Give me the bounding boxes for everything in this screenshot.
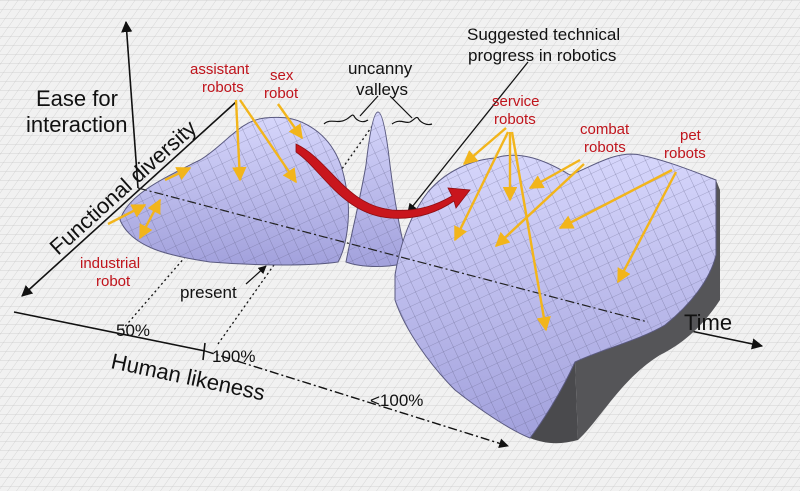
assistant-robots-label-line2: robots <box>202 79 244 96</box>
ease-axis-label-line2: interaction <box>26 112 128 137</box>
fifty-percent-tick: 50% <box>116 321 150 340</box>
service-robots-label-line2: robots <box>494 111 536 128</box>
pet-pointer-arrows <box>558 168 678 284</box>
uncanny-leader-left <box>359 95 379 117</box>
industrial-pointer-arrows <box>107 166 192 240</box>
assistant-robots-label-line1: assistant <box>190 61 250 78</box>
progress-leader-line <box>407 61 529 213</box>
uncanny-leader-right <box>389 95 413 119</box>
combat-pointer-arrows <box>494 158 585 247</box>
ease-axis-label-line1: Ease for <box>36 86 118 111</box>
combat-robots-label-line1: combat <box>580 121 630 138</box>
pet-robots-label-line1: pet <box>680 127 702 144</box>
time-axis-label: Time <box>684 310 732 335</box>
assistant-pointer-arrows <box>232 99 297 184</box>
combat-robots-label-line2: robots <box>584 139 626 156</box>
technical-progress-arrow <box>295 143 471 219</box>
progress-label-line1: Suggested technical <box>467 25 620 44</box>
time-reference-line <box>137 187 649 323</box>
progress-label-line2: progress in robotics <box>468 46 616 65</box>
hundred-dotted-line <box>217 117 379 345</box>
present-label: present <box>180 283 237 302</box>
future-surface-slab-side <box>575 180 720 440</box>
industrial-robot-label-line2: robot <box>96 273 131 290</box>
sex-robot-label-line2: robot <box>264 85 299 102</box>
uncanny-brace-left <box>323 114 369 125</box>
sex-robot-label-line1: sex <box>270 67 294 84</box>
fifty-dotted-line <box>121 167 263 331</box>
functional-diversity-axis-line <box>21 101 237 297</box>
present-pointer <box>245 265 267 285</box>
industrial-robot-label-line1: industrial <box>80 255 140 272</box>
uncanny-label-line1: uncanny <box>348 59 413 78</box>
uncanny-label-line2: valleys <box>356 80 408 99</box>
future-robots-surface <box>394 153 717 439</box>
service-pointer-arrows <box>453 127 551 332</box>
hundred-percent-tick: 100% <box>212 347 255 366</box>
human-likeness-axis-extension <box>204 350 509 449</box>
ease-axis-line <box>121 20 139 189</box>
sex-robot-pointer-arrow <box>277 103 303 140</box>
under-hundred-percent-tick: <100% <box>370 391 423 410</box>
uncanny-brace-right <box>391 116 433 126</box>
hundred-tick <box>202 342 206 361</box>
service-robots-label-line1: service <box>492 93 540 110</box>
human-likeness-axis-line <box>13 311 206 352</box>
pet-robots-label-line2: robots <box>664 145 706 162</box>
